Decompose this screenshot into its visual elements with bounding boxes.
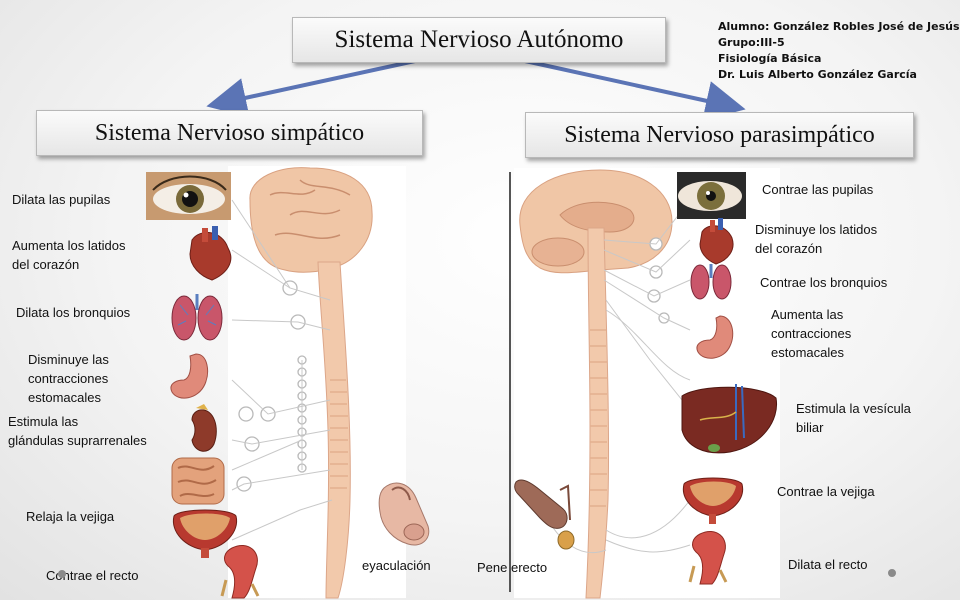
decor-dot-left	[58, 570, 66, 578]
author-course: Fisiología Básica	[718, 52, 822, 65]
para-eye-image	[677, 172, 746, 219]
symp-effect-rectum: Contrae el recto	[46, 568, 139, 583]
para-bladder-image	[682, 477, 744, 524]
para-effect-stomach: Aumenta las contracciones estomacales	[771, 307, 852, 360]
para-heart-image	[699, 218, 734, 265]
sympathetic-brain	[249, 167, 373, 273]
para-rectum-image	[688, 531, 728, 585]
para-effect-rectum: Dilata el recto	[788, 557, 868, 572]
main-title: Sistema Nervioso Autónomo	[292, 17, 666, 63]
sympathetic-title: Sistema Nervioso simpático	[36, 110, 423, 156]
symp-intestine-image	[171, 457, 225, 505]
para-lungs-image	[690, 264, 732, 300]
para-effect-bronchi: Contrae los bronquios	[760, 275, 888, 290]
symp-stomach-image	[170, 353, 209, 399]
symp-effect-bladder: Relaja la vejiga	[26, 509, 115, 524]
para-effect-heart: Disminuye los latidos del corazón	[755, 222, 878, 256]
parasympathetic-title: Sistema Nervioso parasimpático	[525, 112, 914, 158]
symp-eye-image	[146, 172, 231, 220]
symp-effect-bronchi: Dilata los bronquios	[16, 305, 131, 320]
para-stomach-image	[696, 315, 734, 359]
sympathetic-spinal-cord	[317, 261, 351, 599]
symp-kidney-image	[191, 404, 217, 452]
symp-effect-adrenal: Estimula las glándulas suprarrenales	[8, 414, 147, 448]
arrow-to-parasympathetic	[524, 59, 746, 121]
symp-lungs-image	[171, 294, 223, 341]
symp-rectum-image	[220, 545, 260, 599]
symp-effect-pupils: Dilata las pupilas	[12, 192, 111, 207]
symp-effect-ejaculation: eyaculación	[362, 558, 431, 573]
author-student: Alumno: González Robles José de Jesús	[718, 20, 960, 33]
author-group: Grupo:III-5	[718, 36, 785, 49]
para-effect-erection: Pene erecto	[477, 560, 548, 575]
symp-reproductive-image	[378, 482, 430, 546]
symp-bladder-image	[172, 509, 238, 558]
symp-effect-heart: Aumenta los latidos del corazón	[12, 238, 126, 272]
para-liver-image	[681, 384, 778, 454]
symp-heart-image	[189, 226, 232, 281]
para-effect-pupils: Contrae las pupilas	[762, 182, 874, 197]
author-teacher: Dr. Luis Alberto González García	[718, 68, 917, 81]
arrow-to-sympathetic	[206, 59, 416, 118]
symp-effect-stomach: Disminuye las contracciones estomacales	[28, 352, 109, 405]
decor-dot-right	[888, 569, 896, 577]
author-block: Alumno: González Robles José de Jesús Gr…	[718, 19, 960, 83]
para-effect-gallbladder: Estimula la vesícula biliar	[796, 401, 911, 435]
para-effect-bladder: Contrae la vejiga	[777, 484, 875, 499]
para-reproductive-image	[514, 479, 575, 550]
